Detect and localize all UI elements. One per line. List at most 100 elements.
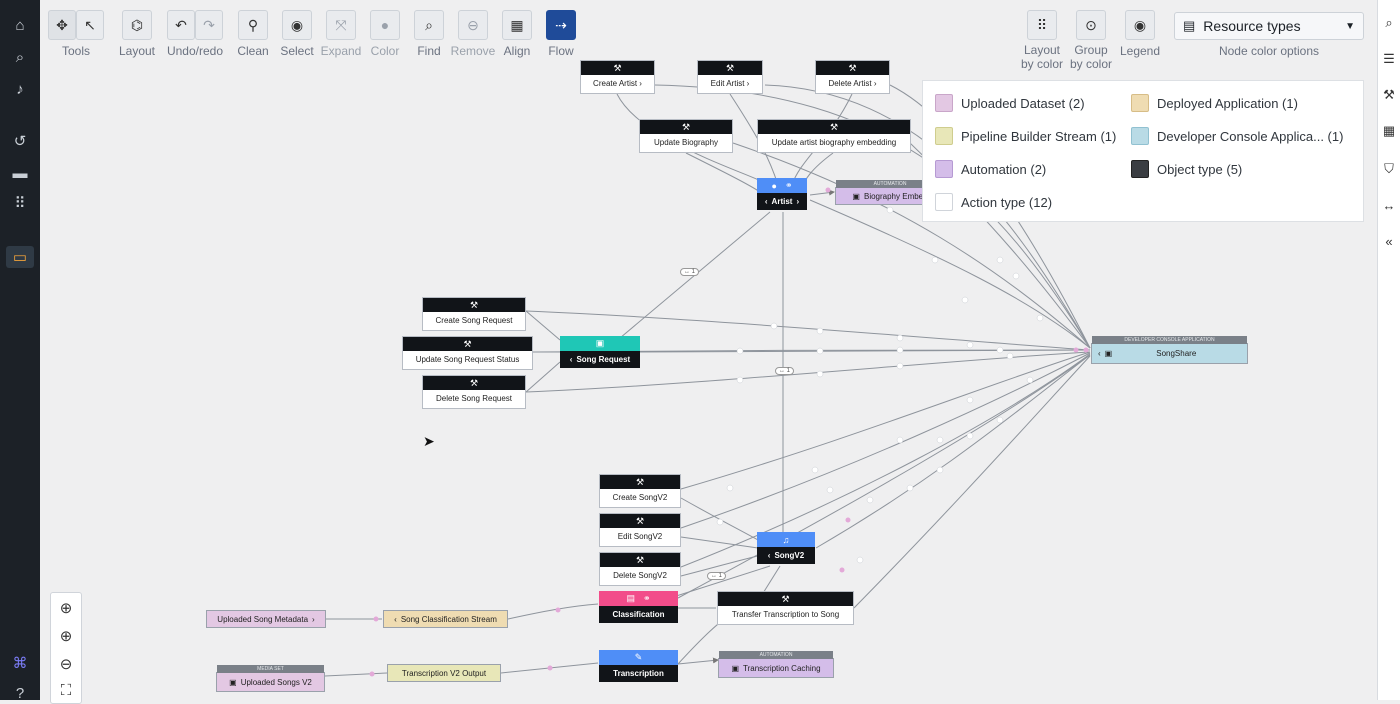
select-arrow-tool-icon[interactable]: ↖	[76, 10, 104, 40]
color-button[interactable]: ● Color	[362, 10, 408, 58]
action-node-delete-artist[interactable]: ⚒ Delete Artist ›	[815, 60, 890, 94]
find-icon[interactable]: ⌕	[414, 10, 444, 40]
request-icon: ▣	[595, 338, 605, 348]
search-icon[interactable]: ⌕	[1385, 15, 1393, 30]
dataset-node-uploaded-song-metadata[interactable]: Uploaded Song Metadata ›	[206, 610, 326, 628]
action-node-update-artist-bio-embedding[interactable]: ⚒ Update artist biography embedding	[757, 119, 911, 153]
layout-by-color-button[interactable]: ⠿ Layout by color	[1019, 10, 1065, 71]
edge	[507, 603, 599, 620]
group-by-color-label: Group by color	[1069, 43, 1113, 71]
action-node-create-songv2[interactable]: ⚒ Create SongV2	[599, 474, 681, 508]
node-label: Update artist biography embedding	[771, 138, 897, 147]
align-grid-icon[interactable]: ▦	[502, 10, 532, 40]
group-by-color-icon[interactable]: ⊙	[1076, 10, 1106, 40]
object-node-artist[interactable]: ●⚭ ‹ Artist ›	[757, 178, 807, 212]
layout-by-color-icon[interactable]: ⠿	[1027, 10, 1057, 40]
legend-item: Action type (12)	[935, 193, 1052, 211]
hammer-icon: ⚒	[423, 298, 525, 312]
legend-item-label: Developer Console Applica... (1)	[1157, 128, 1344, 144]
list-icon[interactable]: ☰	[1383, 51, 1395, 66]
object-node-classification[interactable]: ▤⚭ Classification	[599, 591, 678, 625]
fit-view-icon[interactable]: ⛶	[60, 681, 72, 699]
node-color-options-label: Node color options	[1218, 44, 1320, 58]
hammer-icon: ⚒	[600, 475, 680, 489]
stream-node-song-classification[interactable]: ‹ Song Classification Stream	[383, 610, 508, 628]
shield-icon[interactable]: ⛉	[1384, 161, 1394, 176]
resource-types-select[interactable]: ▤ Resource types ▼	[1174, 12, 1364, 40]
node-label: SongV2	[774, 551, 805, 560]
edge	[324, 672, 388, 677]
tag-icon: ▤	[626, 593, 635, 603]
action-node-edit-songv2[interactable]: ⚒ Edit SongV2	[599, 513, 681, 547]
folder-icon[interactable]: ▬	[12, 164, 28, 182]
flow-icon[interactable]: ⇢	[546, 10, 576, 40]
expand-icon[interactable]: ⤧	[326, 10, 356, 40]
help-icon[interactable]: ?	[15, 684, 25, 702]
action-node-update-song-request-status[interactable]: ⚒ Update Song Request Status	[402, 336, 533, 370]
object-node-songv2[interactable]: ♫ ‹ SongV2	[757, 532, 815, 566]
zoom-out-icon[interactable]: ⊖	[59, 656, 73, 673]
arrows-horizontal-icon[interactable]: ↔	[1382, 197, 1396, 213]
action-node-delete-songv2[interactable]: ⚒ Delete SongV2	[599, 552, 681, 586]
action-node-create-artist[interactable]: ⚒ Create Artist ›	[580, 60, 655, 94]
undo-icon[interactable]: ↶	[167, 10, 195, 40]
legend-item: Deployed Application (1)	[1131, 94, 1298, 112]
object-node-song-request[interactable]: ▣ ‹ Song Request	[560, 336, 640, 370]
bell-icon[interactable]: ♪	[16, 80, 24, 98]
history-icon[interactable]: ↺	[13, 133, 27, 150]
music-note-icon: ♫	[782, 534, 790, 545]
edge	[815, 354, 1091, 549]
right-side-rail: ⌕ ☰ ⚒ ▦ ⛉ ↔ «	[1377, 0, 1400, 700]
legend-swatch	[935, 94, 953, 112]
filter-clear-icon[interactable]: ⚲	[238, 10, 268, 40]
legend-swatch	[1131, 127, 1149, 145]
legend-swatch	[1131, 94, 1149, 112]
link-count-badge: ↔ 1	[707, 572, 727, 580]
layout-button[interactable]: ⌬ Layout	[114, 10, 160, 58]
color-drop-icon[interactable]: ●	[370, 10, 400, 40]
search-icon[interactable]: ⌕	[15, 48, 25, 66]
flow-button[interactable]: ⇢ Flow	[538, 10, 584, 58]
zoom-in-icon[interactable]: ⊕	[59, 628, 73, 645]
eye-icon[interactable]: ◉	[1125, 10, 1155, 40]
action-node-edit-artist[interactable]: ⚒ Edit Artist ›	[697, 60, 763, 94]
legend-button[interactable]: ◉ Legend	[1117, 10, 1163, 58]
flow-label: Flow	[548, 44, 574, 58]
link-count-badge: ↔ 1	[680, 268, 700, 276]
legend-item: Developer Console Applica... (1)	[1131, 127, 1343, 145]
select-target-icon[interactable]: ◉	[282, 10, 312, 40]
find-button[interactable]: ⌕ Find	[406, 10, 452, 58]
align-button[interactable]: ▦ Align	[494, 10, 540, 58]
expand-button[interactable]: ⤧ Expand	[318, 10, 364, 58]
mouse-cursor-icon: ➤	[423, 433, 435, 449]
automation-node-biography-embed[interactable]: AUTOMATION ▣ Biography Embed	[835, 180, 945, 205]
locate-icon[interactable]: ⊕	[59, 600, 73, 617]
remove-icon[interactable]: ⊖	[458, 10, 488, 40]
developer-console-node-songshare[interactable]: DEVELOPER CONSOLE APPLICATION ‹ ▣ SongSh…	[1091, 336, 1248, 364]
action-node-delete-song-request[interactable]: ⚒ Delete Song Request	[422, 375, 526, 409]
object-node-transcription[interactable]: ✎ Transcription	[599, 650, 678, 684]
remove-button[interactable]: ⊖ Remove	[450, 10, 496, 58]
select-button[interactable]: ◉ Select	[274, 10, 320, 58]
edge	[685, 152, 761, 193]
layout-icon[interactable]: ⌬	[122, 10, 152, 40]
action-node-create-song-request[interactable]: ⚒ Create Song Request	[422, 297, 526, 331]
action-node-transfer-transcription[interactable]: ⚒ Transfer Transcription to Song	[717, 591, 854, 625]
automation-node-transcription-caching[interactable]: AUTOMATION ▣ Transcription Caching	[718, 651, 834, 678]
group-by-color-button[interactable]: ⊙ Group by color	[1068, 10, 1114, 71]
pipeline-node-transcription-v2-output[interactable]: Transcription V2 Output	[387, 664, 501, 682]
hammer-icon[interactable]: ⚒	[1383, 87, 1395, 102]
pan-tool-icon[interactable]: ✥	[48, 10, 76, 40]
node-type-caption: AUTOMATION	[836, 180, 944, 188]
palantir-logo-icon[interactable]: ⌘	[12, 655, 28, 672]
media-set-node-uploaded-songs-v2[interactable]: MEDIA SET ▣ Uploaded Songs V2	[216, 665, 325, 692]
clean-button[interactable]: ⚲ Clean	[230, 10, 276, 58]
apps-grid-icon[interactable]: ⠿	[14, 195, 26, 212]
action-node-update-biography[interactable]: ⚒ Update Biography	[639, 119, 733, 153]
home-icon[interactable]: ⌂	[15, 16, 25, 34]
collapse-chevrons-icon[interactable]: «	[1385, 233, 1393, 249]
vertex-app-icon[interactable]: ▭	[6, 246, 34, 268]
calendar-icon[interactable]: ▦	[1382, 123, 1396, 138]
hammer-icon: ⚒	[581, 61, 654, 75]
redo-icon[interactable]: ↷	[195, 10, 223, 40]
